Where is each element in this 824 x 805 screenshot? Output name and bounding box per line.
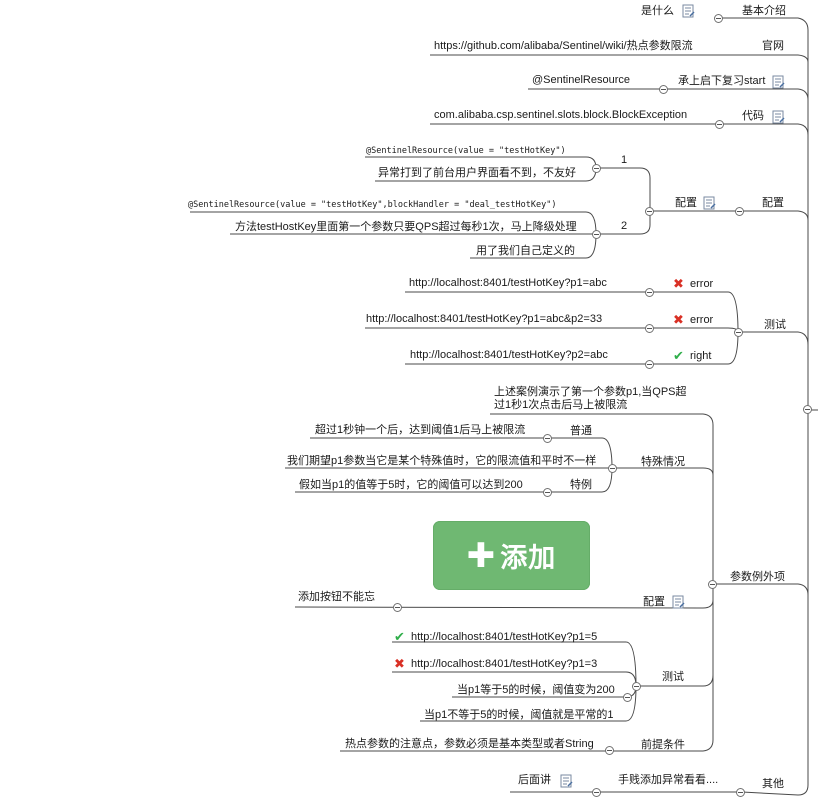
website-url[interactable]: https://github.com/alibaba/Sentinel/wiki… bbox=[434, 40, 693, 52]
plus-icon: ✚ bbox=[466, 536, 497, 575]
code-sample-1[interactable]: @SentinelResource(value = "testHotKey") bbox=[366, 146, 566, 156]
exception-description[interactable]: 假如当p1的值等于5时，它的阈值可以达到200 bbox=[299, 479, 523, 491]
test-5-url[interactable]: http://localhost:8401/testHotKey?p1=3 bbox=[411, 658, 598, 670]
config-option-1[interactable]: 1 bbox=[621, 154, 628, 166]
collapse-toggle-other[interactable] bbox=[736, 788, 745, 797]
check-icon: ✔ bbox=[673, 348, 684, 363]
node-param-exception[interactable]: 参数例外项 bbox=[730, 571, 785, 583]
node-later[interactable]: 后面讲 bbox=[518, 774, 551, 786]
collapse-toggle-test-2-group[interactable] bbox=[632, 682, 641, 691]
test-1-url[interactable]: http://localhost:8401/testHotKey?p1=abc bbox=[409, 277, 607, 289]
option-2-description[interactable]: 方法testHostKey里面第一个参数只要QPS超过每秒1次，马上降级处理 bbox=[235, 221, 577, 233]
test-3-url[interactable]: http://localhost:8401/testHotKey?p2=abc bbox=[410, 349, 608, 361]
manual-add-note[interactable]: 手贱添加异常看看.... bbox=[618, 774, 719, 786]
config-option-2[interactable]: 2 bbox=[621, 220, 628, 232]
option-2-handler-note[interactable]: 用了我们自己定义的 bbox=[476, 245, 575, 257]
collapse-toggle-root[interactable] bbox=[803, 405, 812, 414]
collapse-toggle-special[interactable] bbox=[608, 464, 617, 473]
add-button-image: ✚添加 bbox=[433, 521, 590, 590]
test-1-result[interactable]: error bbox=[690, 278, 714, 290]
collapse-toggle-config-sub[interactable] bbox=[645, 207, 654, 216]
node-normal[interactable]: 普通 bbox=[570, 425, 592, 437]
collapse-toggle-review[interactable] bbox=[659, 85, 668, 94]
node-website[interactable]: 官网 bbox=[762, 40, 784, 52]
collapse-toggle-config-add[interactable] bbox=[393, 603, 402, 612]
option-1-description[interactable]: 异常打到了前台用户界面看不到，不友好 bbox=[378, 167, 576, 179]
test-2-result[interactable]: error bbox=[690, 314, 714, 326]
code-sample-2[interactable]: @SentinelResource(value = "testHotKey",b… bbox=[188, 200, 557, 210]
collapse-toggle-normal[interactable] bbox=[543, 434, 552, 443]
note-icon[interactable] bbox=[772, 110, 785, 124]
precondition-description[interactable]: 热点参数的注意点，参数必须是基本类型或者String bbox=[345, 738, 594, 750]
note-icon[interactable] bbox=[703, 196, 716, 210]
check-icon: ✔ bbox=[394, 629, 405, 644]
normal-description[interactable]: 超过1秒钟一个后，达到阈值1后马上被限流 bbox=[315, 424, 526, 436]
collapse-toggle-test-6[interactable] bbox=[623, 693, 632, 702]
collapse-toggle-manual-add[interactable] bbox=[592, 788, 601, 797]
test-2-url[interactable]: http://localhost:8401/testHotKey?p1=abc&… bbox=[366, 313, 603, 325]
collapse-toggle-option-1[interactable] bbox=[592, 164, 601, 173]
note-icon[interactable] bbox=[672, 595, 685, 609]
collapse-toggle-option-2[interactable] bbox=[592, 230, 601, 239]
test-3-result[interactable]: right bbox=[690, 350, 712, 362]
test-7-description[interactable]: 当p1不等于5的时候，阈值就是平常的1 bbox=[424, 709, 614, 721]
node-review[interactable]: 承上启下复习start bbox=[678, 75, 766, 87]
node-test[interactable]: 测试 bbox=[764, 319, 786, 331]
collapse-toggle-exception[interactable] bbox=[543, 488, 552, 497]
collapse-toggle-config[interactable] bbox=[735, 207, 744, 216]
note-icon[interactable] bbox=[772, 75, 785, 89]
node-special-case[interactable]: 特殊情况 bbox=[641, 456, 685, 468]
note-icon[interactable] bbox=[682, 4, 695, 18]
collapse-toggle-test-1[interactable] bbox=[645, 288, 654, 297]
collapse-toggle-precondition[interactable] bbox=[605, 746, 614, 755]
block-exception-class[interactable]: com.alibaba.csp.sentinel.slots.block.Blo… bbox=[434, 109, 688, 121]
error-icon: ✖ bbox=[673, 276, 684, 291]
collapse-toggle-code[interactable] bbox=[715, 120, 724, 129]
add-button-label: 添加 bbox=[500, 543, 557, 573]
test-6-description[interactable]: 当p1等于5的时候，阈值变为200 bbox=[457, 684, 615, 696]
node-what[interactable]: 是什么 bbox=[641, 5, 674, 17]
test-4-url[interactable]: http://localhost:8401/testHotKey?p1=5 bbox=[411, 631, 598, 643]
node-test-2[interactable]: 测试 bbox=[662, 671, 684, 683]
collapse-toggle-test-3[interactable] bbox=[645, 360, 654, 369]
collapse-toggle-test-2[interactable] bbox=[645, 324, 654, 333]
node-exception-case[interactable]: 特例 bbox=[570, 479, 592, 491]
collapse-toggle-basic[interactable] bbox=[714, 14, 723, 23]
node-basic-intro[interactable]: 基本介绍 bbox=[742, 5, 786, 17]
special-expectation[interactable]: 我们期望p1参数当它是某个特殊值时，它的限流值和平时不一样 bbox=[287, 455, 597, 467]
node-code[interactable]: 代码 bbox=[742, 110, 764, 122]
sentinel-resource-label[interactable]: @SentinelResource bbox=[532, 74, 630, 86]
node-config-sub[interactable]: 配置 bbox=[675, 197, 697, 209]
case-note[interactable]: 上述案例演示了第一个参数p1,当QPS超过1秒1次点击后马上被限流 bbox=[494, 386, 687, 411]
node-config-add[interactable]: 配置 bbox=[643, 596, 665, 608]
collapse-toggle-test[interactable] bbox=[734, 328, 743, 337]
note-icon[interactable] bbox=[560, 774, 573, 788]
collapse-toggle-param-exception[interactable] bbox=[708, 580, 717, 589]
node-precondition[interactable]: 前提条件 bbox=[641, 739, 685, 751]
node-config[interactable]: 配置 bbox=[762, 197, 784, 209]
error-icon: ✖ bbox=[673, 312, 684, 327]
node-other[interactable]: 其他 bbox=[762, 778, 784, 790]
config-add-description[interactable]: 添加按钮不能忘 bbox=[298, 591, 375, 603]
error-icon: ✖ bbox=[394, 656, 405, 671]
